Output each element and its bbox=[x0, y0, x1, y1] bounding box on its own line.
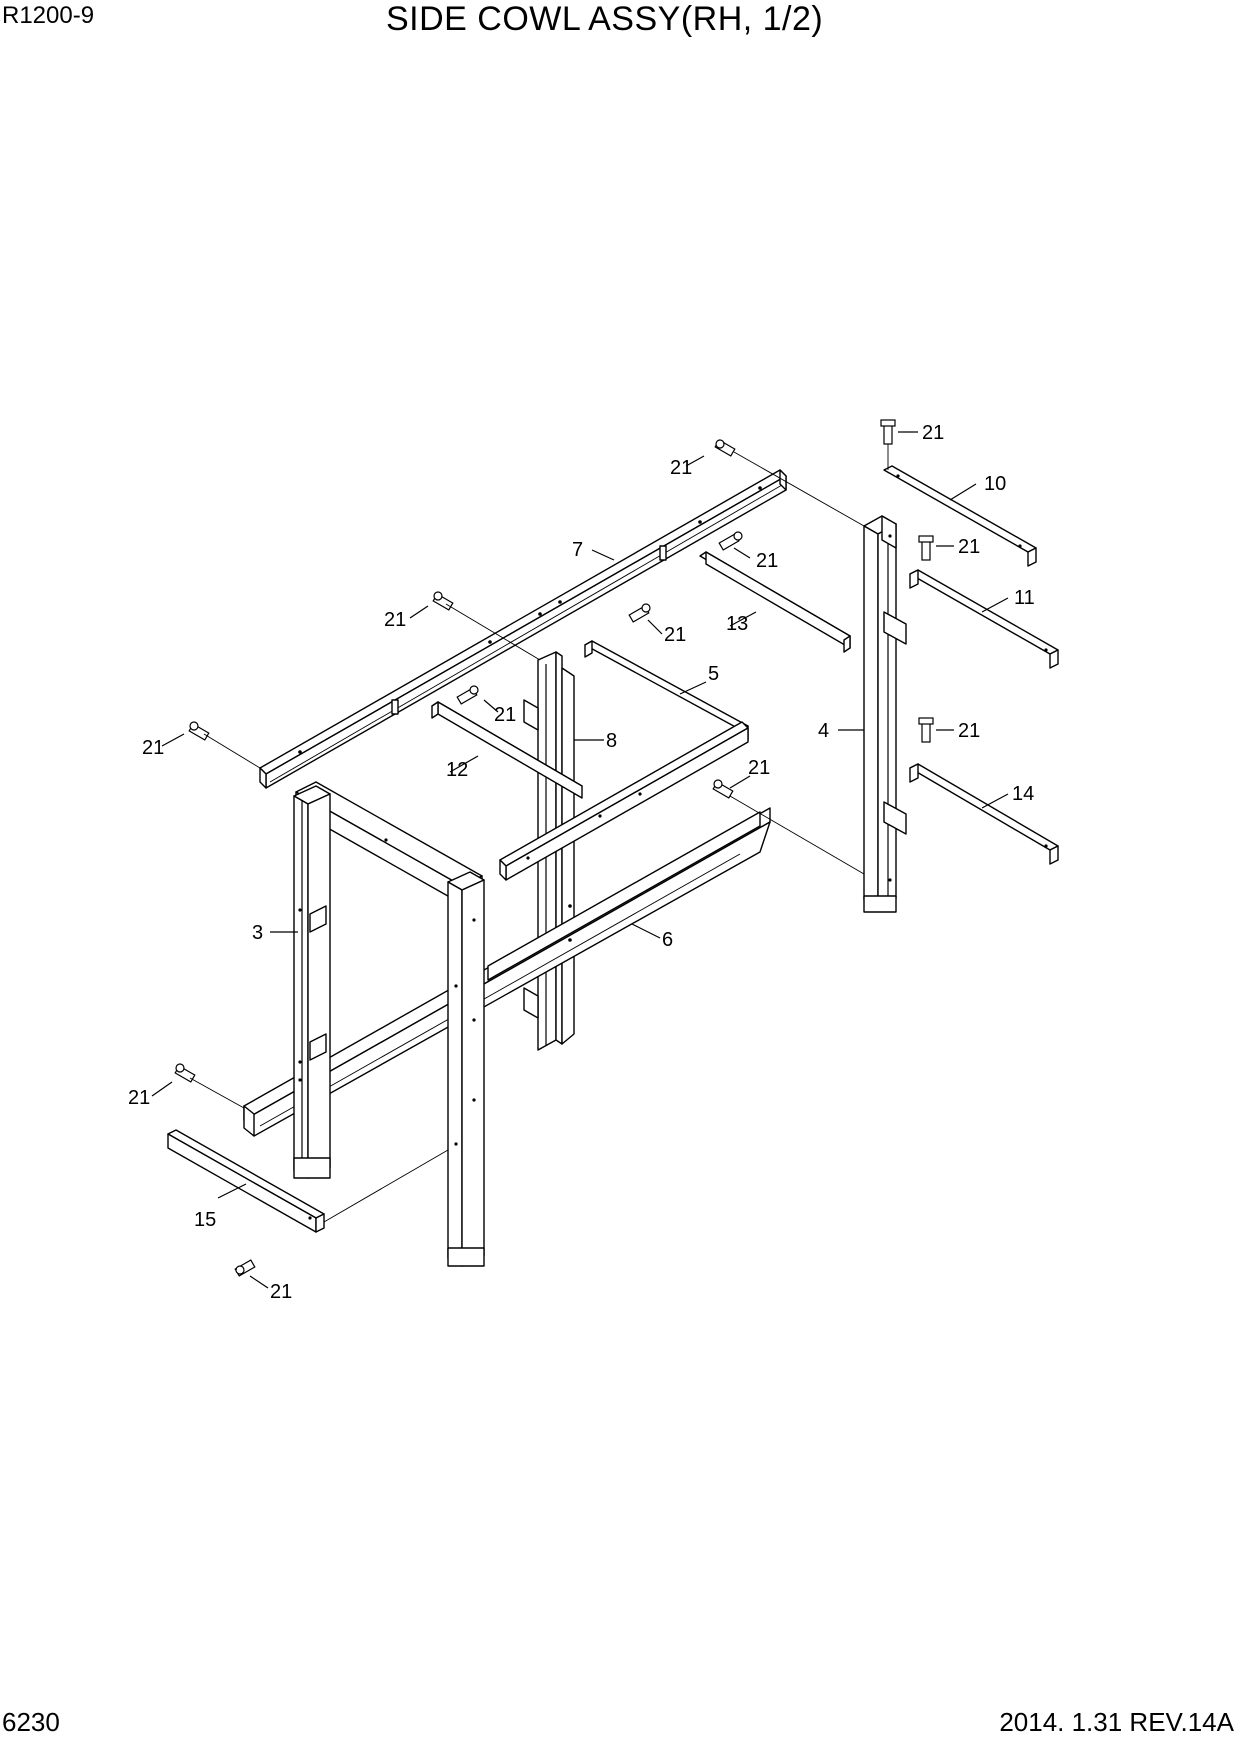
callout-21: 21 bbox=[756, 550, 778, 572]
page-number: 6230 bbox=[2, 1707, 60, 1737]
part-7-top-rail bbox=[259, 469, 787, 789]
cross-bracket bbox=[499, 721, 749, 881]
part-14-bracket bbox=[909, 763, 1059, 865]
part-10-bracket bbox=[883, 465, 1037, 567]
bolt-icon bbox=[174, 1063, 196, 1083]
callout-21: 21 bbox=[142, 737, 164, 759]
callout-21: 21 bbox=[922, 422, 944, 444]
bolts-21 bbox=[174, 419, 934, 1277]
callout-21: 21 bbox=[958, 720, 980, 742]
bolt-icon bbox=[234, 1259, 256, 1277]
bolt-icon bbox=[628, 603, 651, 623]
bolt-icon bbox=[456, 685, 479, 705]
callout-21: 21 bbox=[494, 704, 516, 726]
part-4-right-column bbox=[863, 515, 907, 913]
callout-8: 8 bbox=[606, 730, 617, 752]
callout-13: 13 bbox=[726, 613, 748, 635]
bolt-icon bbox=[880, 419, 896, 445]
callout-21: 21 bbox=[958, 536, 980, 558]
bolt-icon bbox=[918, 717, 934, 743]
bolt-icon bbox=[918, 535, 934, 561]
callout-3: 3 bbox=[252, 922, 263, 944]
part-12-brace bbox=[431, 701, 583, 799]
callout-7: 7 bbox=[572, 539, 583, 561]
callout-14: 14 bbox=[1012, 783, 1034, 805]
callout-21: 21 bbox=[270, 1281, 292, 1303]
leader-lines bbox=[151, 431, 1009, 1289]
callout-21: 21 bbox=[670, 457, 692, 479]
callout-21: 21 bbox=[664, 624, 686, 646]
callout-15: 15 bbox=[194, 1209, 216, 1231]
part-13-brace bbox=[699, 551, 851, 653]
bolt-icon bbox=[718, 531, 743, 551]
bolt-icon bbox=[712, 779, 734, 799]
part-15-bracket bbox=[167, 1129, 325, 1233]
bolt-icon bbox=[432, 591, 454, 611]
callout-6: 6 bbox=[662, 929, 673, 951]
callout-12: 12 bbox=[446, 759, 468, 781]
model-code: R1200-9 bbox=[2, 2, 95, 29]
part-3-left-frame bbox=[293, 781, 485, 1267]
callout-21: 21 bbox=[748, 757, 770, 779]
callout-labels: 3 4 5 6 7 8 10 11 12 13 14 15 21 21 21 2… bbox=[128, 422, 1035, 1303]
callout-5: 5 bbox=[708, 663, 719, 685]
revision-date: 2014. 1.31 REV.14A bbox=[999, 1707, 1234, 1737]
page-title: SIDE COWL ASSY(RH, 1/2) bbox=[386, 0, 824, 38]
callout-11: 11 bbox=[1014, 587, 1035, 609]
bolt-icon bbox=[714, 439, 736, 457]
part-6-lower-rail bbox=[243, 807, 771, 1137]
callout-10: 10 bbox=[984, 473, 1006, 495]
callout-21: 21 bbox=[128, 1087, 150, 1109]
callout-21: 21 bbox=[384, 609, 406, 631]
callout-4: 4 bbox=[818, 720, 829, 742]
part-5-bracket bbox=[584, 640, 749, 745]
bolt-icon bbox=[188, 721, 210, 741]
part-11-bracket bbox=[909, 569, 1059, 669]
